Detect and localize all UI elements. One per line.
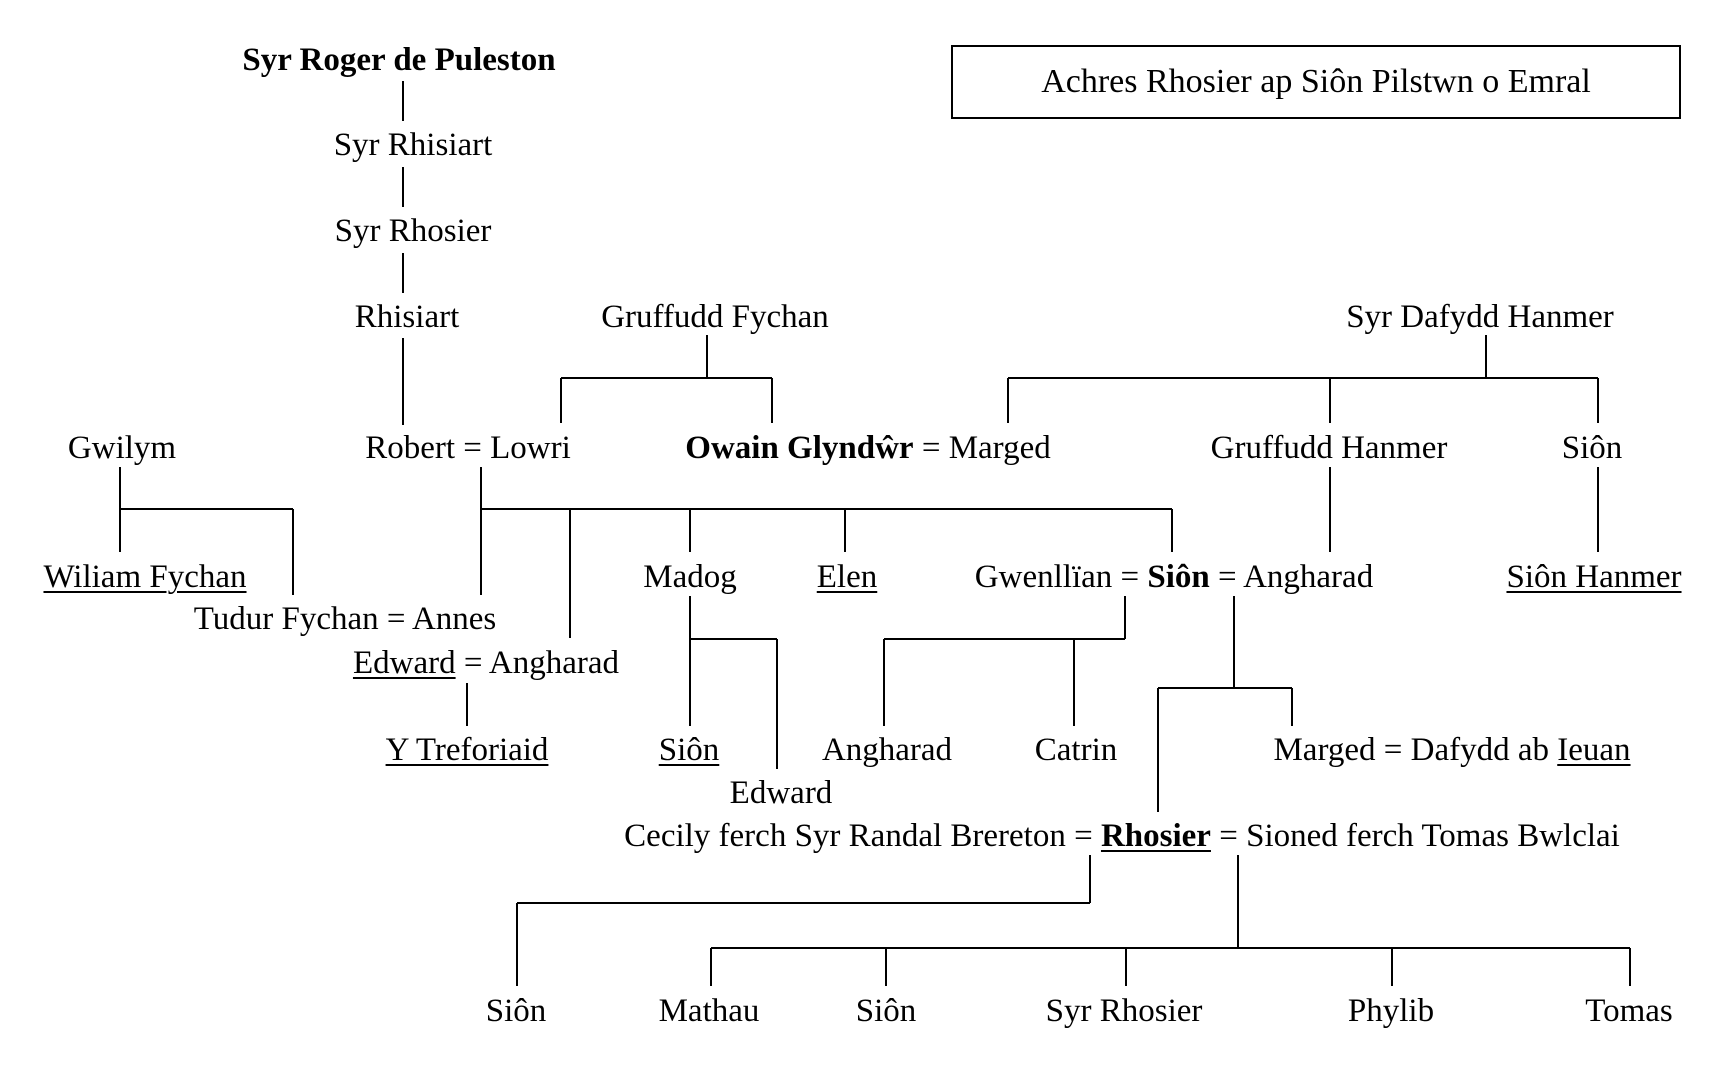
person-child-mathau: Mathau — [658, 993, 760, 1029]
person-child-sion-1: Siôn — [485, 993, 547, 1029]
person-rhisiart: Rhisiart — [354, 299, 460, 335]
person-owain-glyndwr: Owain Glyndŵr — [685, 430, 914, 466]
person-rhosier: Rhosier — [1100, 818, 1211, 854]
person-syr-rhisiart: Syr Rhisiart — [333, 127, 493, 163]
person-syr-dafydd-hanmer: Syr Dafydd Hanmer — [1346, 299, 1614, 335]
person-tudur-fychan: Tudur Fychan — [193, 601, 379, 637]
diagram-title: Achres Rhosier ap Siôn Pilstwn o Emral — [1041, 63, 1591, 100]
person-angharad-hanmer: Angharad — [1243, 559, 1374, 595]
person-sion-main: Siôn — [1147, 559, 1210, 595]
couple-tudur-annes: Tudur Fychan = Annes — [194, 599, 497, 639]
person-child-sion-2: Siôn — [855, 993, 917, 1029]
person-catrin: Catrin — [1034, 732, 1118, 768]
person-ieuan: Ieuan — [1557, 732, 1631, 768]
person-child-phylib: Phylib — [1347, 993, 1435, 1029]
person-angharad-daughter: Angharad — [821, 732, 953, 768]
person-elen: Elen — [816, 559, 878, 595]
person-gruffudd-hanmer: Gruffudd Hanmer — [1210, 430, 1448, 466]
marriage-symbol: = — [921, 430, 941, 466]
person-sion-hanmer-father: Siôn — [1561, 430, 1623, 466]
person-y-treforiaid: Y Treforiaid — [385, 732, 549, 768]
person-edward: Edward — [352, 645, 456, 681]
title-box: Achres Rhosier ap Siôn Pilstwn o Emral — [951, 45, 1681, 119]
person-child-tomas: Tomas — [1585, 993, 1673, 1029]
couple-owain-marged: Owain Glyndŵr = Marged — [685, 428, 1050, 468]
person-cecily: Cecily ferch Syr Randal Brereton — [624, 818, 1066, 854]
couple-edward-angharad: Edward = Angharad — [353, 643, 619, 683]
marriage-symbol: = — [463, 430, 482, 466]
person-madog: Madog — [643, 559, 737, 595]
couple-robert-lowri: Robert = Lowri — [365, 428, 571, 468]
marriage-symbol: = — [386, 601, 406, 637]
person-marged-hanmer: Marged — [948, 430, 1051, 466]
marriage-symbol: = — [1383, 732, 1403, 768]
person-sion-madog: Siôn — [658, 732, 720, 768]
marriage-symbol: = — [1120, 559, 1140, 595]
person-gruffudd-fychan: Gruffudd Fychan — [601, 299, 829, 335]
person-robert: Robert — [365, 430, 456, 466]
person-child-syr-rhosier: Syr Rhosier — [1045, 993, 1203, 1029]
person-gwilym: Gwilym — [67, 430, 177, 466]
person-angharad-edward: Angharad — [488, 645, 620, 681]
marriage-symbol: = — [1219, 818, 1238, 854]
marriage-symbol: = — [463, 645, 483, 681]
person-edward-madog: Edward — [729, 775, 833, 811]
person-roger-de-puleston: Syr Roger de Puleston — [242, 42, 556, 78]
person-annes: Annes — [411, 601, 497, 637]
couple-marged-dafydd: Marged = Dafydd ab Ieuan — [1273, 730, 1630, 770]
person-sion-hanmer: Siôn Hanmer — [1506, 559, 1682, 595]
marriage-symbol: = — [1074, 818, 1093, 854]
person-syr-rhosier: Syr Rhosier — [334, 213, 492, 249]
person-dafydd-ab: Dafydd ab — [1410, 732, 1549, 768]
person-marged-daughter: Marged — [1273, 732, 1376, 768]
person-wiliam-fychan: Wiliam Fychan — [43, 559, 247, 595]
couple-gwenllian-sion-angharad: Gwenllïan = Siôn = Angharad — [975, 557, 1373, 597]
marriage-symbol: = — [1218, 559, 1237, 595]
person-lowri: Lowri — [490, 430, 571, 466]
person-gwenllian: Gwenllïan — [974, 559, 1113, 595]
couple-cecily-rhosier-sioned: Cecily ferch Syr Randal Brereton = Rhosi… — [624, 816, 1620, 856]
person-sioned: Sioned ferch Tomas Bwlclai — [1246, 818, 1620, 854]
